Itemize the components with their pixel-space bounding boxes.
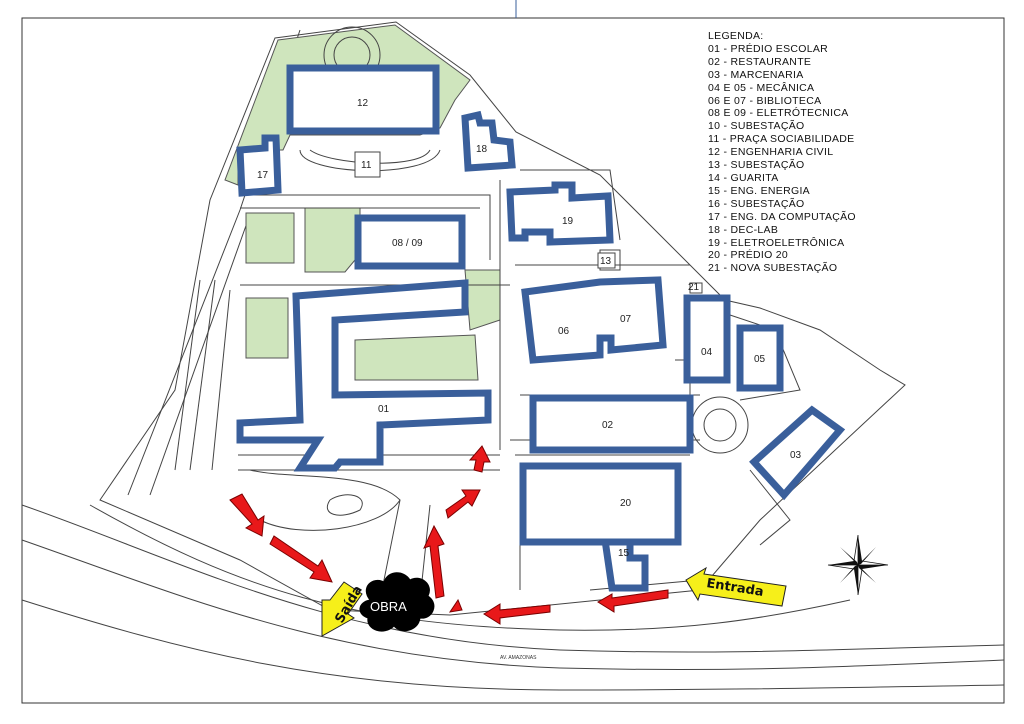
legend-item: 11 - PRAÇA SOCIABILIDADE: [708, 133, 855, 146]
legend-title: LEGENDA:: [708, 30, 764, 42]
legend-item: 10 - SUBESTAÇÃO: [708, 120, 805, 133]
building-02: [529, 394, 694, 454]
building-03: [749, 405, 846, 501]
map-frame: [21, 17, 1005, 704]
label-21: 21: [688, 282, 700, 293]
label-15: 15: [618, 548, 630, 559]
entrada-arrow-shape: [685, 566, 787, 607]
legend-item: 15 - ENG. ENERGIA: [708, 184, 810, 197]
legend-item: 19 - ELETROELETRÔNICA: [708, 236, 845, 249]
label-05: 05: [754, 354, 766, 365]
building-18: [461, 110, 516, 172]
compass-rose-icon: [827, 534, 889, 596]
building-13: [597, 252, 616, 269]
label-01: 01: [378, 404, 390, 415]
parking-details: [174, 26, 801, 601]
building-05: [736, 324, 784, 392]
label-20: 20: [620, 498, 632, 509]
building-04: [683, 294, 731, 384]
legend-item: 08 E 09 - ELETRÓTECNICA: [708, 107, 849, 120]
green-area-west2: [245, 297, 289, 359]
building-21: [689, 282, 703, 294]
legend-item: 13 - SUBESTAÇÃO: [708, 159, 805, 172]
legend-item: 06 E 07 - BIBLIOTECA: [708, 94, 822, 107]
route-arrow-5: [423, 524, 445, 599]
obra-cloud: [359, 572, 435, 632]
building-06-07: [521, 276, 667, 364]
label-07: 07: [620, 314, 632, 325]
legend-item: 21 - NOVA SUBESTAÇÃO: [708, 262, 838, 275]
route-arrow-2: [269, 535, 333, 583]
building-11: [354, 151, 381, 178]
legend-item: 03 - MARCENARIA: [708, 68, 804, 81]
label-13: 13: [600, 256, 612, 267]
entrada-arrow: Entrada: [685, 566, 787, 607]
green-area-west1: [245, 212, 295, 264]
obra-label: OBRA: [370, 599, 407, 614]
label-08-09: 08 / 09: [392, 238, 423, 249]
obra-marker: OBRA: [359, 572, 435, 632]
legend-item: 18 - DEC-LAB: [708, 223, 779, 236]
legend-item: 16 - SUBESTAÇÃO: [708, 197, 805, 210]
building-08-09: [354, 214, 466, 270]
road: [21, 504, 1005, 653]
legend-item: 12 - ENGENHARIA CIVIL: [708, 146, 834, 159]
route-arrow-3: [483, 603, 551, 625]
label-11: 11: [361, 160, 372, 171]
building-01: [236, 279, 492, 472]
legend-item: 01 - PRÉDIO ESCOLAR: [708, 42, 829, 55]
label-18: 18: [476, 144, 488, 155]
route-arrow-7: [468, 445, 491, 473]
building-20: [519, 462, 682, 546]
building-12: [286, 64, 440, 135]
green-area-east: [464, 269, 501, 331]
route-arrow-4: [597, 589, 669, 613]
route-arrow-6: [445, 489, 481, 519]
label-19: 19: [562, 216, 574, 227]
label-04: 04: [701, 347, 713, 358]
route-arrow-1: [229, 493, 265, 537]
label-02: 02: [602, 420, 614, 431]
label-03: 03: [790, 450, 802, 461]
campus-boundary: [99, 21, 906, 616]
label-12: 12: [357, 98, 369, 109]
green-area-inner: [354, 334, 479, 381]
label-06: 06: [558, 326, 570, 337]
saida-arrow-shape: [321, 581, 363, 637]
legend-item: 04 E 05 - MECÂNICA: [708, 81, 815, 94]
map-legend: LEGENDA: 01 - PRÉDIO ESCOLAR 02 - RESTAU…: [708, 30, 856, 275]
road-label: AV. AMAZONAS: [500, 655, 537, 661]
legend-item: 02 - RESTAURANTE: [708, 55, 812, 68]
route-arrow-8: [448, 598, 463, 613]
building-17: [236, 134, 282, 197]
legend-item: 17 - ENG. DA COMPUTAÇÃO: [708, 210, 856, 223]
legend-item: 14 - GUARITA: [708, 171, 779, 184]
label-17: 17: [257, 170, 269, 181]
green-area-mid: [304, 207, 361, 273]
legend-item: 20 - PRÉDIO 20: [708, 249, 789, 262]
building-19: [506, 181, 614, 246]
route-arrows: [229, 445, 669, 625]
